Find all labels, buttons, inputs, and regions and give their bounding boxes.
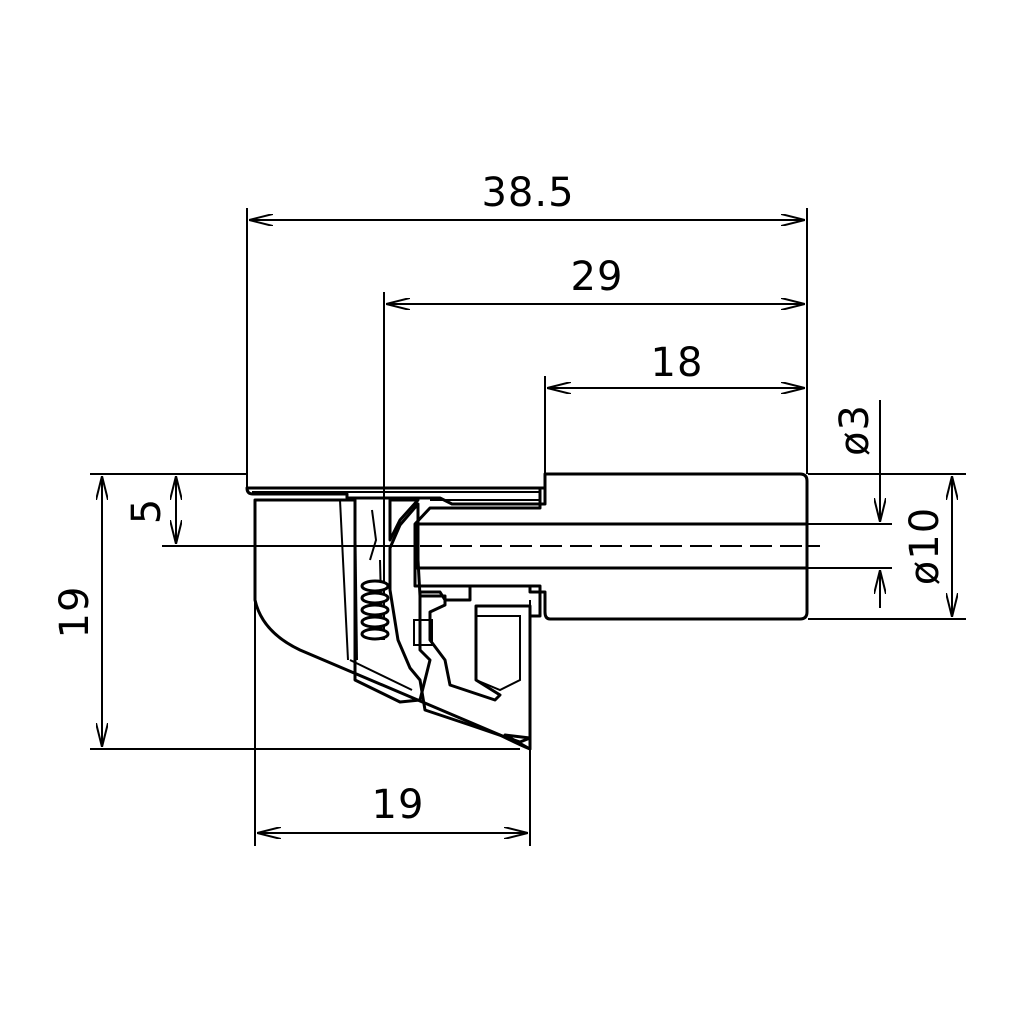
spring bbox=[360, 559, 390, 641]
dim-label-5: 5 bbox=[124, 498, 170, 524]
dim-label-18: 18 bbox=[651, 340, 704, 386]
dim-label-width-19: 19 bbox=[372, 782, 425, 828]
dimension-height-left-19: 19 bbox=[52, 473, 520, 750]
dimension-length-29: 29 bbox=[383, 254, 805, 640]
dim-label-dia-10: ø10 bbox=[902, 507, 948, 585]
dimension-width-bottom-19: 19 bbox=[254, 600, 531, 846]
dimension-length-18: 18 bbox=[544, 340, 805, 474]
top-flange bbox=[245, 486, 547, 506]
dim-label-38-5: 38.5 bbox=[481, 170, 574, 216]
barrel-section bbox=[413, 472, 809, 621]
dim-label-29: 29 bbox=[571, 254, 624, 300]
dimension-diameter-3: ø3 bbox=[808, 400, 966, 608]
fitting-cross-section bbox=[245, 472, 820, 751]
cam-body bbox=[388, 502, 532, 744]
dimension-diameter-10: ø10 bbox=[808, 476, 966, 620]
dim-label-dia-3: ø3 bbox=[832, 404, 878, 456]
dimension-overall-length: 38.5 bbox=[246, 170, 808, 488]
dim-label-height-19: 19 bbox=[52, 586, 98, 639]
